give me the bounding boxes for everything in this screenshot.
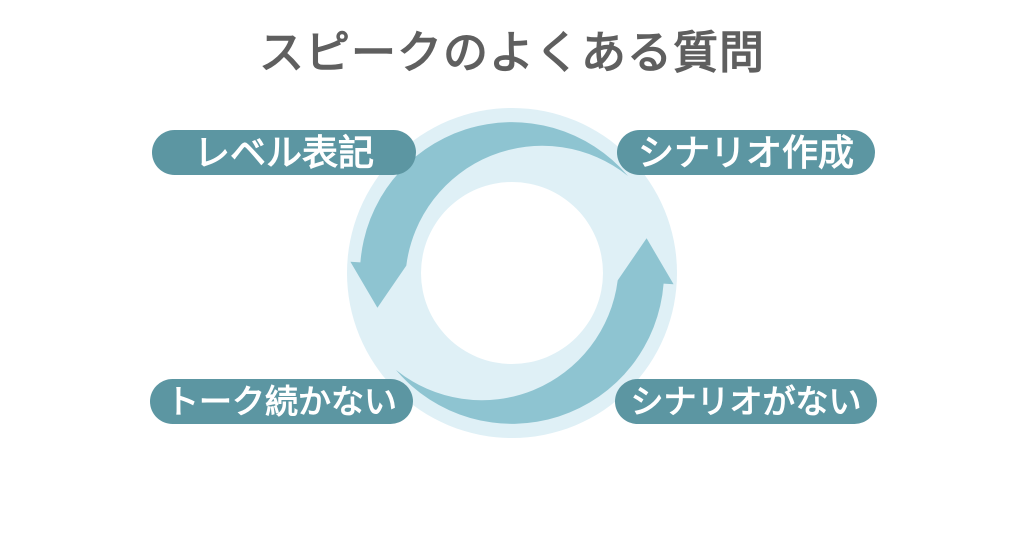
level-notation-badge: レベル表記	[152, 130, 416, 175]
no-scenario-badge-label: シナリオがない	[630, 383, 862, 420]
scenario-creation-badge: シナリオ作成	[617, 130, 875, 175]
no-scenario-badge: シナリオがない	[615, 379, 877, 424]
page-title: スピークのよくある質問	[258, 27, 765, 78]
talk-not-continuing-badge-label: トーク続かない	[166, 383, 397, 420]
bottom-cycle-arrow-icon	[396, 238, 674, 424]
talk-not-continuing-badge: トーク続かない	[150, 379, 413, 424]
cycle-inner-circle	[421, 182, 603, 364]
top-cycle-arrow-icon	[350, 122, 628, 308]
scenario-creation-badge-label: シナリオ作成	[637, 131, 854, 173]
level-notation-badge-label: レベル表記	[193, 131, 374, 173]
